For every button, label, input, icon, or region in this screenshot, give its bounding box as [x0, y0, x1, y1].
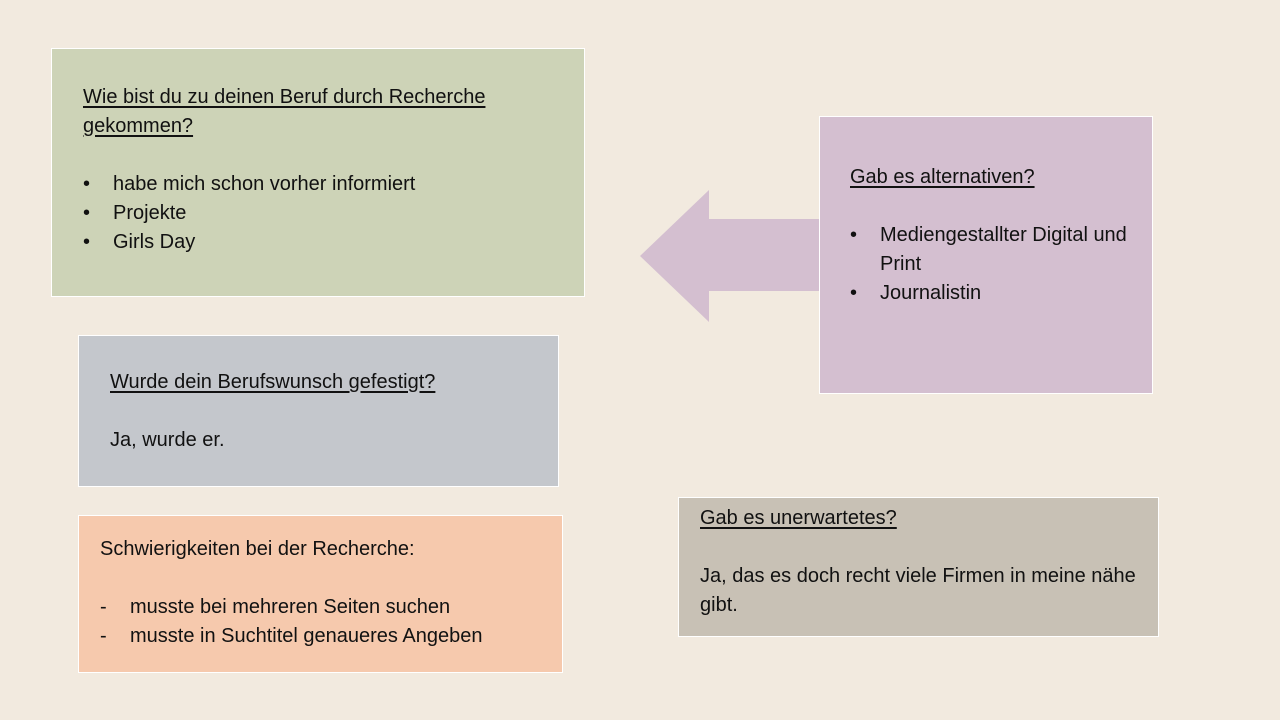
unerwartet-heading: Gab es unerwartetes? [700, 507, 897, 529]
alternativen-list: •Mediengestallter Digital und Print •Jou… [850, 221, 1132, 308]
bullet-marker: • [83, 173, 91, 195]
list-item: •Mediengestallter Digital und Print [850, 221, 1132, 279]
schwierigkeiten-list: -musste bei mehreren Seiten suchen -muss… [100, 593, 542, 651]
dash-marker: - [100, 596, 107, 618]
list-item: •Projekte [83, 199, 554, 228]
schwierigkeiten-heading: Schwierigkeiten bei der Recherche: [100, 538, 415, 560]
bullet-marker: • [83, 231, 91, 253]
list-item: •Journalistin [850, 279, 1132, 308]
alternativen-heading: Gab es alternativen? [850, 166, 1035, 188]
schwierigkeiten-box: Schwierigkeiten bei der Recherche: -muss… [78, 515, 563, 673]
left-arrow-icon [640, 190, 821, 322]
bullet-marker: • [83, 202, 91, 224]
recherche-heading: Wie bist du zu deinen Beruf durch Recher… [83, 86, 486, 137]
list-item: -musste bei mehreren Seiten suchen [100, 593, 542, 622]
gefestigt-heading: Wurde dein Berufswunsch gefestigt? [110, 371, 436, 393]
arrow-shape [640, 190, 821, 322]
list-item: •Girls Day [83, 228, 554, 257]
dash-marker: - [100, 625, 107, 647]
bullet-marker: • [850, 224, 858, 246]
recherche-box: Wie bist du zu deinen Beruf durch Recher… [51, 48, 585, 297]
gefestigt-box: Wurde dein Berufswunsch gefestigt? Ja, w… [78, 335, 559, 487]
unerwartet-answer: Ja, das es doch recht viele Firmen in me… [700, 565, 1136, 616]
unerwartet-box: Gab es unerwartetes? Ja, das es doch rec… [678, 497, 1159, 637]
bullet-marker: • [850, 282, 858, 304]
recherche-list: •habe mich schon vorher informiert •Proj… [83, 170, 554, 257]
gefestigt-answer: Ja, wurde er. [110, 429, 225, 451]
list-item: •habe mich schon vorher informiert [83, 170, 554, 199]
alternativen-box: Gab es alternativen? •Mediengestallter D… [819, 116, 1153, 394]
list-item: -musste in Suchtitel genaueres Angeben [100, 622, 542, 651]
